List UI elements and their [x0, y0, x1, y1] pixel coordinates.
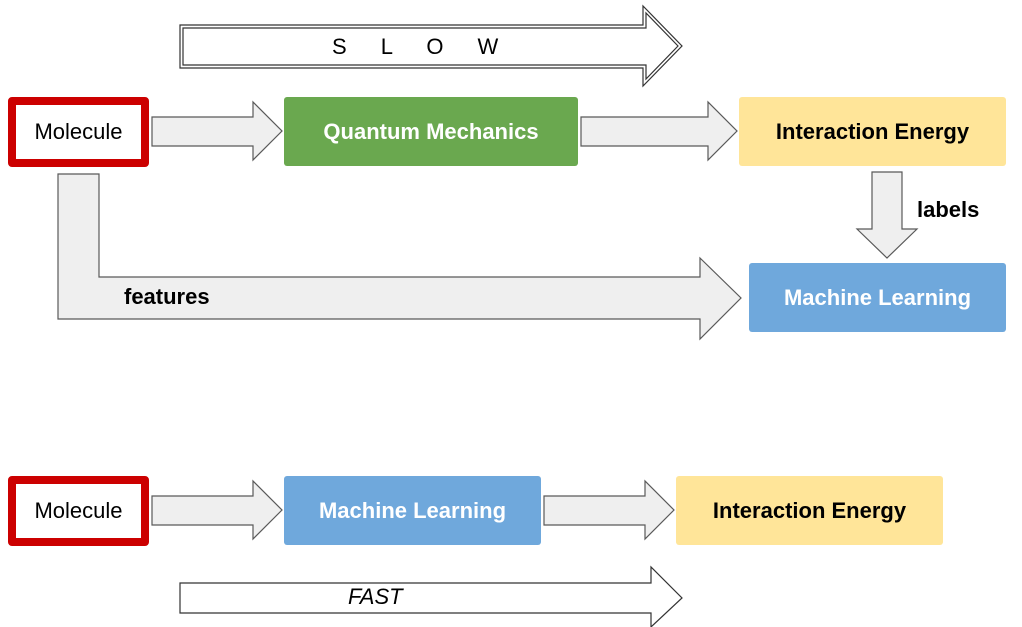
quantum-mechanics-box: Quantum Mechanics [284, 97, 578, 166]
molecule-box-slow: Molecule [8, 97, 149, 167]
arrow-ml-to-energy [543, 479, 675, 541]
interaction-energy-box-fast: Interaction Energy [676, 476, 943, 545]
arrow-molecule-to-ml [151, 479, 283, 541]
labels-text: labels [917, 197, 980, 222]
arrow-molecule-to-qm [151, 100, 283, 162]
molecule-box-fast: Molecule [8, 476, 149, 546]
fast-label: FAST [348, 584, 403, 609]
labels-down-arrow [855, 171, 919, 259]
arrow-qm-to-energy [580, 100, 738, 162]
machine-learning-box-fast: Machine Learning [284, 476, 541, 545]
slow-arrow-outer [179, 4, 683, 88]
fast-arrow [179, 565, 683, 627]
machine-learning-box-slow: Machine Learning [749, 263, 1006, 332]
slow-arrow-inner [182, 11, 679, 81]
features-arrow [57, 173, 742, 341]
features-text: features [124, 284, 210, 309]
interaction-energy-box-slow: Interaction Energy [739, 97, 1006, 166]
slow-label: S L O W [332, 34, 513, 59]
